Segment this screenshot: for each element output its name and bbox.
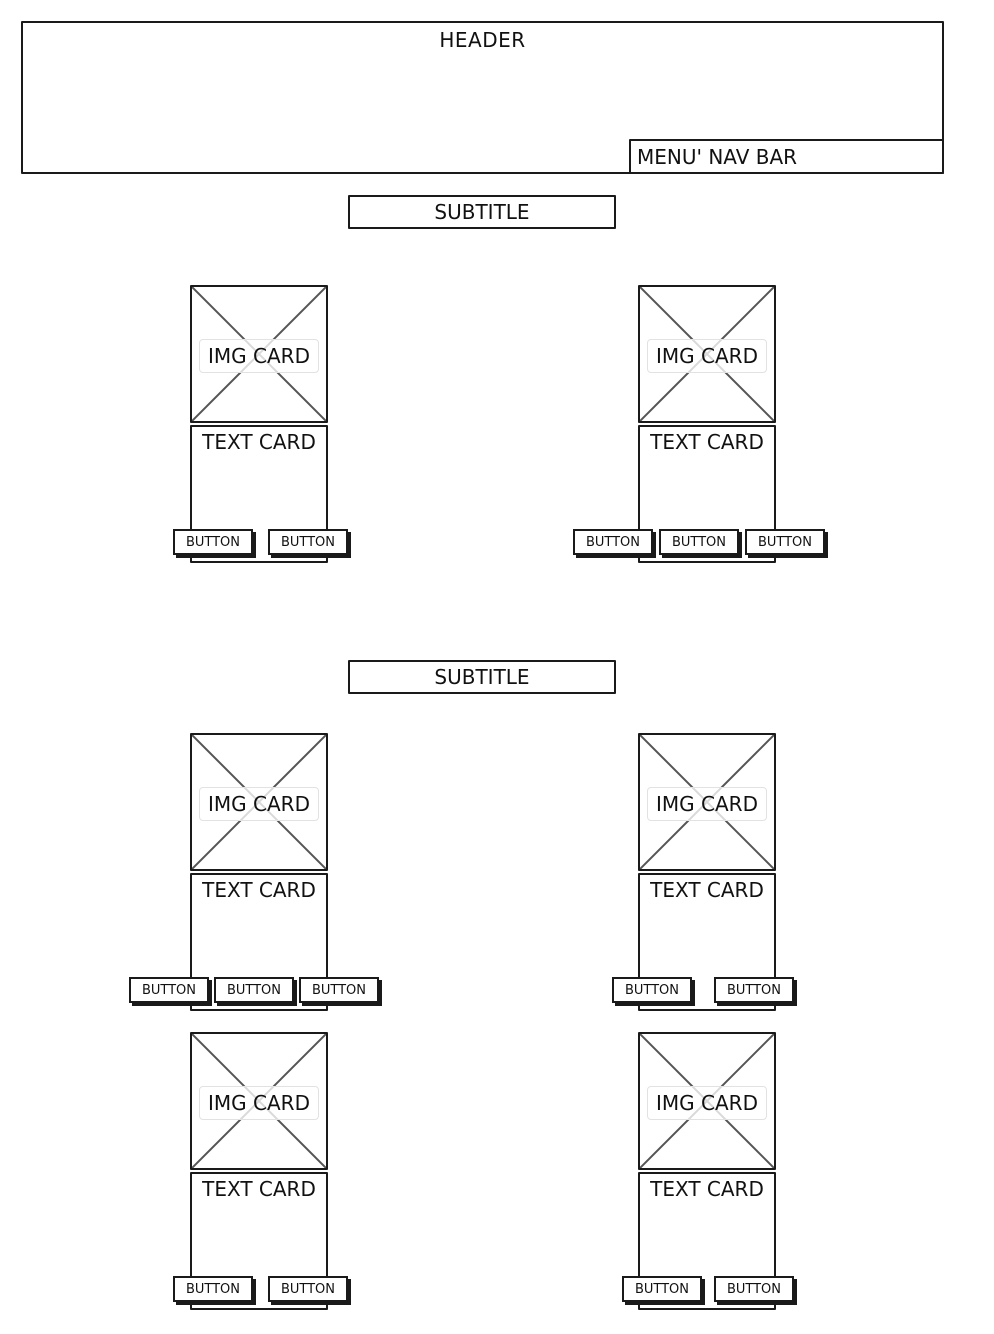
card-button[interactable]: BUTTON xyxy=(714,977,794,1003)
img-card-label: IMG CARD xyxy=(199,1086,319,1120)
card-button[interactable]: BUTTON xyxy=(573,529,653,555)
card-button[interactable]: BUTTON xyxy=(268,529,348,555)
card-button[interactable]: BUTTON xyxy=(745,529,825,555)
img-card: IMG CARD xyxy=(190,285,328,423)
card-button[interactable]: BUTTON xyxy=(173,529,253,555)
section-subtitle: SUBTITLE xyxy=(348,660,616,694)
header: HEADER xyxy=(21,21,944,174)
card-button[interactable]: BUTTON xyxy=(659,529,739,555)
card-button[interactable]: BUTTON xyxy=(612,977,692,1003)
img-card: IMG CARD xyxy=(638,1032,776,1170)
menu-nav-bar[interactable]: MENU' NAV BAR xyxy=(629,139,944,174)
img-card-label: IMG CARD xyxy=(647,339,767,373)
img-card: IMG CARD xyxy=(638,285,776,423)
img-card-label: IMG CARD xyxy=(647,1086,767,1120)
card-button[interactable]: BUTTON xyxy=(714,1276,794,1302)
card-button[interactable]: BUTTON xyxy=(622,1276,702,1302)
img-card: IMG CARD xyxy=(190,1032,328,1170)
card-button[interactable]: BUTTON xyxy=(214,977,294,1003)
card-button[interactable]: BUTTON xyxy=(268,1276,348,1302)
card-button[interactable]: BUTTON xyxy=(129,977,209,1003)
section-subtitle: SUBTITLE xyxy=(348,195,616,229)
img-card: IMG CARD xyxy=(190,733,328,871)
img-card-label: IMG CARD xyxy=(199,339,319,373)
img-card: IMG CARD xyxy=(638,733,776,871)
img-card-label: IMG CARD xyxy=(647,787,767,821)
card-button[interactable]: BUTTON xyxy=(173,1276,253,1302)
card-button[interactable]: BUTTON xyxy=(299,977,379,1003)
header-title: HEADER xyxy=(439,28,526,52)
img-card-label: IMG CARD xyxy=(199,787,319,821)
